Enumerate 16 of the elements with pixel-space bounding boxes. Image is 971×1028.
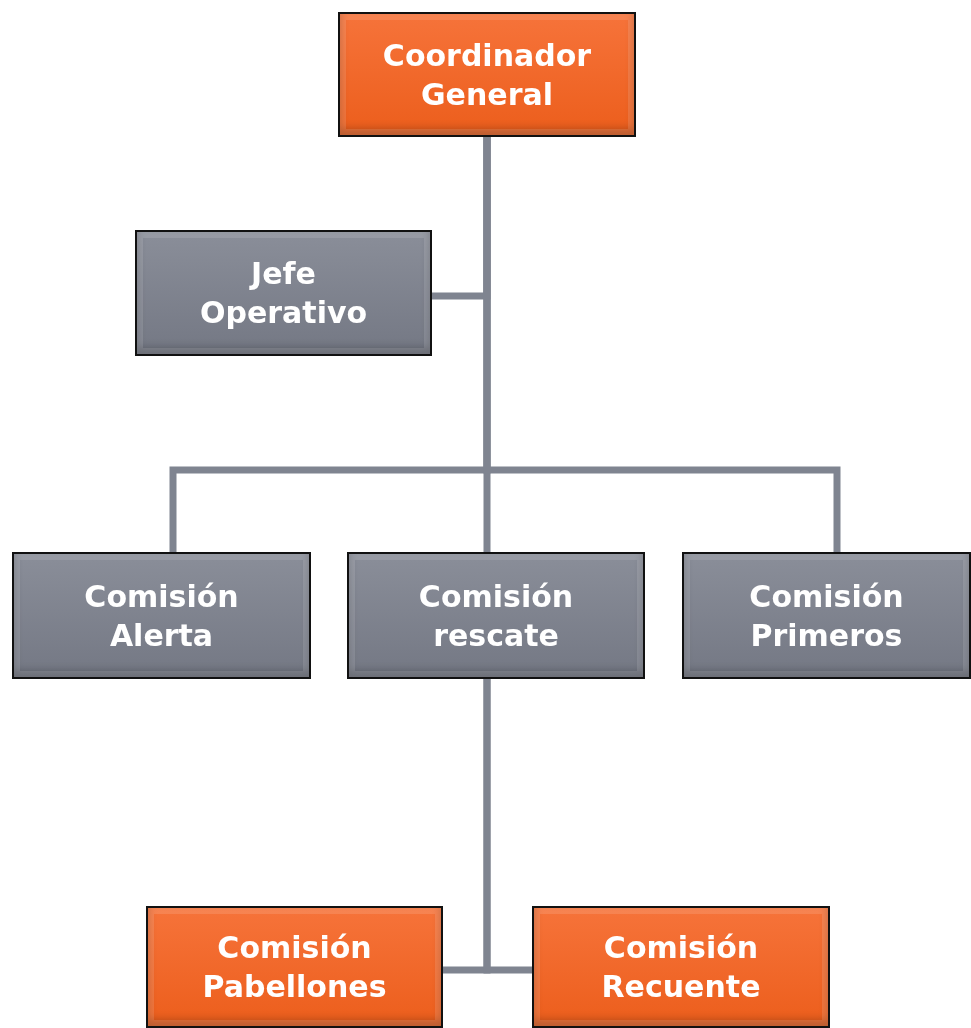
position-title: Comisión Alerta bbox=[83, 577, 240, 655]
position-title: Comisión Pabellones bbox=[201, 929, 388, 1006]
org-chart-box bbox=[532, 906, 830, 1028]
connector-line bbox=[483, 679, 532, 974]
org-chart-box bbox=[347, 552, 645, 679]
org-chart-box bbox=[12, 552, 311, 679]
org-chart-box bbox=[338, 12, 636, 137]
position-title: Comisión Recuente bbox=[600, 929, 762, 1006]
org-chart-box bbox=[682, 552, 971, 679]
position-title: Coordinador General bbox=[381, 36, 593, 114]
org-chart-box bbox=[135, 230, 432, 356]
position-title: Comisión rescate bbox=[417, 577, 575, 655]
org-chart-box bbox=[146, 906, 443, 1028]
connector-line bbox=[483, 137, 841, 552]
position-title: Comisión Primeros bbox=[748, 577, 905, 655]
position-title: Jefe Operativo bbox=[198, 255, 369, 332]
